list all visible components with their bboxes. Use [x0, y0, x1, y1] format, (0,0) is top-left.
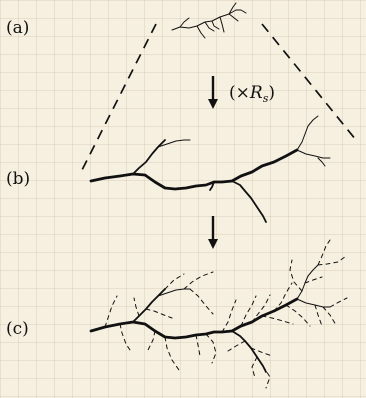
pattern-a-side-1	[179, 17, 190, 28]
dashed-branch	[251, 294, 271, 323]
zoom-guide-left	[79, 23, 157, 175]
dashed-branch	[289, 259, 303, 292]
pattern-a-side-5	[219, 16, 225, 33]
pattern-a-side-8	[235, 9, 247, 14]
pattern-a-side-4	[211, 20, 220, 30]
scale-open: (×	[229, 83, 250, 103]
scale-close: )	[268, 83, 275, 103]
pattern-a-side-3	[204, 21, 215, 32]
scale-symbol: R	[249, 83, 263, 103]
pattern-c-up-twig	[296, 264, 319, 300]
dashed-branch	[189, 288, 214, 315]
dashed-branch	[145, 308, 173, 319]
zoom-guide-right	[261, 23, 357, 141]
dashed-branch	[329, 297, 348, 308]
dashed-branch	[227, 340, 246, 352]
scale-annotation: (×Rs)	[229, 83, 275, 105]
pattern-b-trunk	[89, 148, 299, 191]
pattern-a-side-6	[228, 13, 239, 22]
dashed-branch	[147, 330, 156, 351]
dashed-branch	[133, 297, 140, 317]
dashed-branch	[119, 323, 133, 354]
pattern-a-side-2	[196, 25, 206, 39]
dashed-branch	[221, 299, 237, 333]
pattern-c-right-twig	[296, 298, 331, 308]
pattern-b	[89, 115, 331, 223]
dashed-branch	[195, 334, 201, 357]
dashed-branch	[322, 306, 337, 326]
scale-subscript: s	[263, 92, 269, 105]
dashed-branch	[261, 315, 294, 325]
dashed-branch	[317, 255, 347, 266]
dashed-branch	[304, 276, 323, 284]
dashed-branch	[273, 282, 293, 312]
pattern-a-side-7	[228, 2, 237, 15]
dashed-branch	[250, 347, 273, 357]
pattern-c	[89, 239, 348, 389]
pattern-b-right-twig	[296, 149, 331, 159]
dashed-branch	[205, 333, 217, 364]
dashed-branch	[317, 239, 331, 266]
pattern-b-upper-branch	[132, 139, 166, 175]
pattern-b-lower-branch	[231, 180, 267, 223]
dashed-branch	[104, 295, 118, 328]
dashed-branch	[164, 336, 180, 371]
pattern-b-knot	[209, 181, 215, 191]
dashed-branch	[164, 273, 185, 290]
dashed-branch	[251, 356, 258, 379]
label-a: (a)	[6, 18, 29, 38]
pattern-c-trunk	[89, 297, 299, 340]
label-b: (b)	[6, 169, 30, 189]
dashed-branch	[240, 295, 257, 327]
dashed-branch	[262, 365, 271, 389]
pattern-a	[171, 2, 247, 39]
pattern-a-main-branch	[171, 9, 237, 31]
pattern-b-up-twig	[296, 115, 319, 151]
pattern-b-upper-twig	[157, 139, 191, 148]
pattern-c-upper-branch	[132, 288, 166, 323]
dashed-branch	[314, 304, 323, 327]
pattern-c-upper-twig	[157, 288, 191, 297]
dashed-branch	[285, 304, 311, 327]
dashed-branch	[183, 271, 214, 290]
pattern-b-small-twig	[317, 157, 326, 167]
label-c: (c)	[6, 319, 29, 339]
